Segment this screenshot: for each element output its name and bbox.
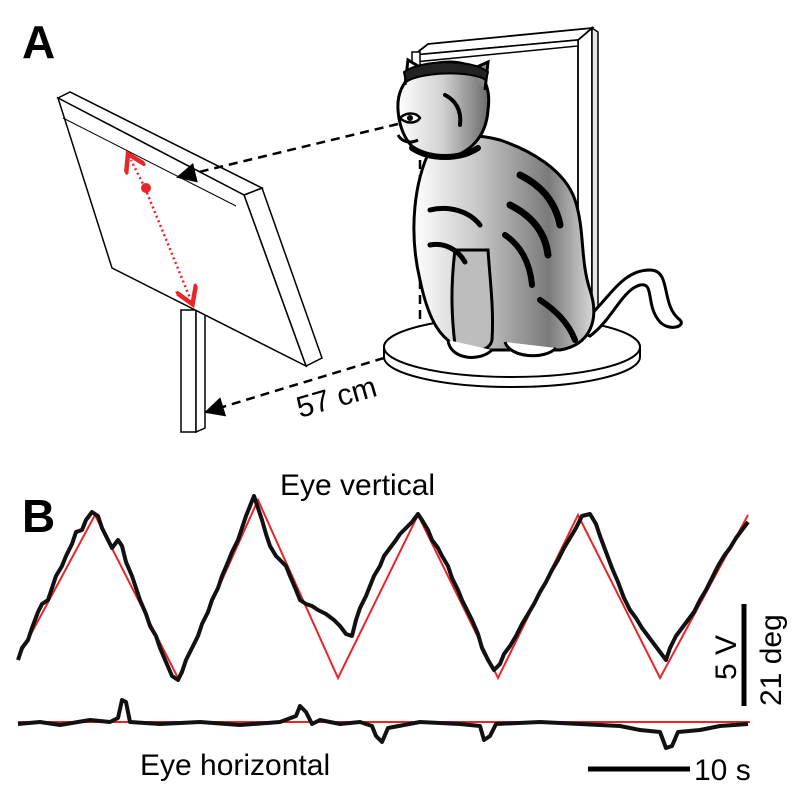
panel-a-letter: A bbox=[22, 16, 55, 68]
distance-label: 57 cm bbox=[293, 370, 381, 424]
stimulus-vertical-trace bbox=[17, 497, 749, 681]
stimulus-trajectory bbox=[131, 160, 190, 298]
cat bbox=[396, 57, 683, 359]
scale-degrees-label: 21 deg bbox=[755, 614, 788, 706]
gaze-line bbox=[176, 122, 399, 183]
eye-horizontal-label: Eye horizontal bbox=[140, 749, 330, 782]
scale-time-label: 10 s bbox=[694, 754, 751, 787]
stimulus-dot bbox=[141, 183, 151, 193]
eye-vertical-label: Eye vertical bbox=[280, 469, 435, 502]
eye-horizontal-trace bbox=[17, 698, 749, 750]
scale-voltage-label: 5 V bbox=[710, 635, 743, 680]
eye-vertical-trace bbox=[16, 494, 750, 682]
stimulus-screen bbox=[56, 91, 323, 434]
distance-line bbox=[204, 356, 385, 417]
panel-b-letter: B bbox=[22, 490, 55, 542]
